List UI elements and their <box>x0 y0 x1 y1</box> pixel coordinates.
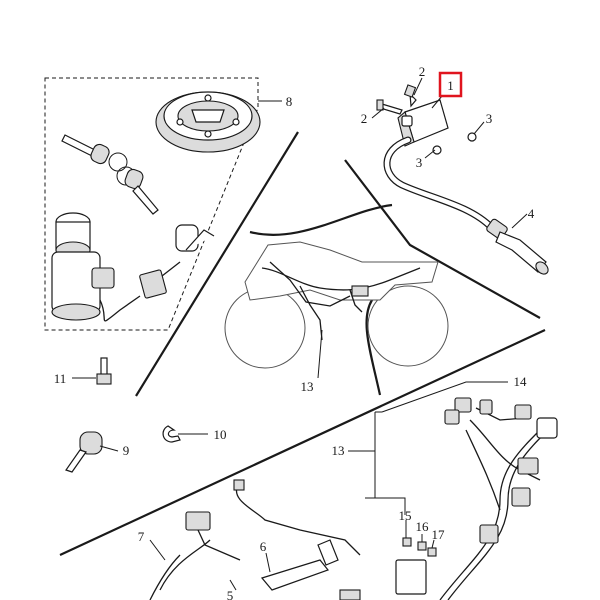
key-pair-with-ring <box>61 134 159 215</box>
ignition-coil <box>383 99 508 240</box>
harness-connector-a <box>454 397 472 413</box>
callout-5[interactable]: 5 <box>227 588 234 600</box>
leader-lines <box>72 77 528 591</box>
bracket-6 <box>260 539 339 591</box>
fuse-16 <box>417 541 427 551</box>
callout-3-lower[interactable]: 3 <box>416 155 423 170</box>
fuse-box <box>395 559 427 595</box>
harness-connector-e <box>536 417 558 439</box>
fuse-17 <box>427 547 437 557</box>
callout-16[interactable]: 16 <box>416 519 430 534</box>
kit-dashed-outline <box>44 77 259 331</box>
harness-connector-c <box>444 409 460 425</box>
callout-labels: 1 2 2 3 3 4 5 6 7 8 9 10 11 13 13 14 15 … <box>54 64 535 600</box>
main-switch-assembly <box>51 212 215 322</box>
callout-17[interactable]: 17 <box>432 527 446 542</box>
panel-dividers <box>59 131 546 556</box>
callout-2-upper[interactable]: 2 <box>419 64 426 79</box>
callout-2-left[interactable]: 2 <box>361 111 368 126</box>
callout-4[interactable]: 4 <box>528 206 535 221</box>
callout-10[interactable]: 10 <box>214 427 227 442</box>
fuel-tank-cap <box>155 91 261 153</box>
main-wire-harness <box>395 397 558 600</box>
clip-10 <box>162 425 181 443</box>
right-panel-divider <box>344 159 541 319</box>
harness-connector-d <box>514 404 532 420</box>
callout-11[interactable]: 11 <box>54 371 67 386</box>
sub-lead-7 <box>149 539 361 600</box>
bolt-11 <box>96 357 112 385</box>
selected-part-highlight <box>438 71 463 98</box>
motorcycle-silhouette <box>224 241 449 369</box>
spark-plug-cap <box>495 231 549 275</box>
callout-6[interactable]: 6 <box>260 539 267 554</box>
center-arc-top <box>249 203 393 236</box>
callout-13-group[interactable]: 13 <box>332 443 345 458</box>
callout-1[interactable]: 1 <box>447 78 454 93</box>
harness-connector-f <box>517 457 539 475</box>
callout-13-bike[interactable]: 13 <box>301 379 314 394</box>
bottom-panel-divider <box>59 329 546 556</box>
callout-9[interactable]: 9 <box>123 443 130 458</box>
harness-connector-b <box>479 399 493 415</box>
harness-connector-g <box>511 487 531 507</box>
callout-3-right[interactable]: 3 <box>486 111 493 126</box>
callout-8[interactable]: 8 <box>286 94 293 109</box>
callout-7[interactable]: 7 <box>138 529 145 544</box>
sub-harness-5 <box>185 479 361 561</box>
left-panel-divider <box>135 131 299 397</box>
harness-connector-h <box>479 524 499 544</box>
group-bracket <box>348 381 508 515</box>
key-blank-9 <box>65 431 103 473</box>
coil-bolts-and-nuts <box>376 84 477 155</box>
callout-15[interactable]: 15 <box>399 508 412 523</box>
center-arc-right <box>365 299 382 396</box>
key-set-kit <box>44 77 261 331</box>
fuse-15 <box>402 537 412 547</box>
callout-14[interactable]: 14 <box>514 374 528 389</box>
